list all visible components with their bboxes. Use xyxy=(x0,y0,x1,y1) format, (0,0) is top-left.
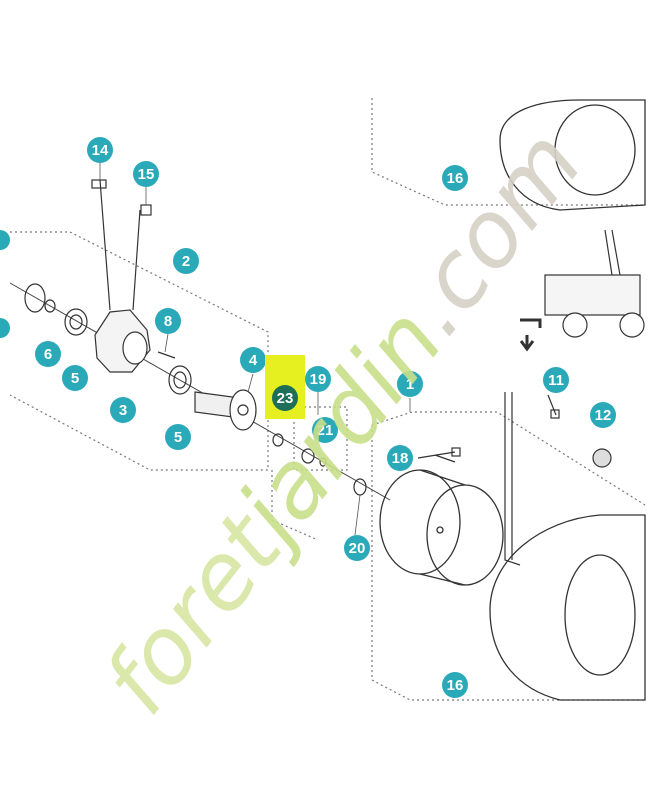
svg-text:4: 4 xyxy=(249,352,258,369)
callout-11: 11 xyxy=(543,367,569,393)
svg-text:15: 15 xyxy=(138,166,155,183)
svg-text:23: 23 xyxy=(277,390,294,407)
callout-5a: 5 xyxy=(62,365,88,391)
parts-left xyxy=(24,179,367,496)
callout-1: 1 xyxy=(397,371,423,397)
callout-edge-mid-left xyxy=(0,318,10,338)
callout-18: 18 xyxy=(387,445,413,471)
svg-text:12: 12 xyxy=(595,407,612,424)
tires xyxy=(489,99,646,701)
callout-16-bottom: 16 xyxy=(442,672,468,698)
svg-text:21: 21 xyxy=(317,422,334,439)
svg-text:16: 16 xyxy=(447,170,464,187)
svg-text:6: 6 xyxy=(44,346,52,363)
callout-5b: 5 xyxy=(165,424,191,450)
hardware xyxy=(417,392,612,566)
svg-text:2: 2 xyxy=(182,253,190,270)
wheel-rim xyxy=(379,454,504,586)
svg-text:19: 19 xyxy=(310,371,327,388)
callout-3: 3 xyxy=(110,397,136,423)
callout-20: 20 xyxy=(344,535,370,561)
callout-15: 15 xyxy=(133,161,159,187)
leader-lines xyxy=(99,162,411,536)
callout-6: 6 xyxy=(35,341,61,367)
svg-text:1: 1 xyxy=(406,376,414,393)
tractor-thumbnail xyxy=(519,229,645,352)
callout-14: 14 xyxy=(87,137,113,163)
svg-text:16: 16 xyxy=(447,677,464,694)
callout-2: 2 xyxy=(173,248,199,274)
callout-23-highlighted: 23 xyxy=(265,355,305,419)
svg-text:18: 18 xyxy=(392,450,409,467)
svg-text:foretjardin.com: foretjardin.com xyxy=(83,111,603,734)
svg-text:14: 14 xyxy=(92,142,109,159)
svg-text:5: 5 xyxy=(71,370,79,387)
watermark: foretjardin.com xyxy=(83,111,603,734)
svg-text:11: 11 xyxy=(548,372,564,389)
callout-8: 8 xyxy=(155,308,181,334)
callout-4: 4 xyxy=(240,347,266,373)
svg-text:20: 20 xyxy=(349,540,366,557)
callout-19: 19 xyxy=(305,366,331,392)
axle-line xyxy=(9,282,391,501)
callouts: 14 15 2 8 6 5 3 5 4 19 21 23 1 11 12 18 … xyxy=(0,137,616,698)
callout-12: 12 xyxy=(590,402,616,428)
callout-21: 21 xyxy=(312,417,338,443)
callout-edge-top-left xyxy=(0,230,10,250)
svg-text:5: 5 xyxy=(174,429,182,446)
svg-text:8: 8 xyxy=(164,313,172,330)
callout-16-top: 16 xyxy=(442,165,468,191)
svg-text:3: 3 xyxy=(119,402,127,419)
